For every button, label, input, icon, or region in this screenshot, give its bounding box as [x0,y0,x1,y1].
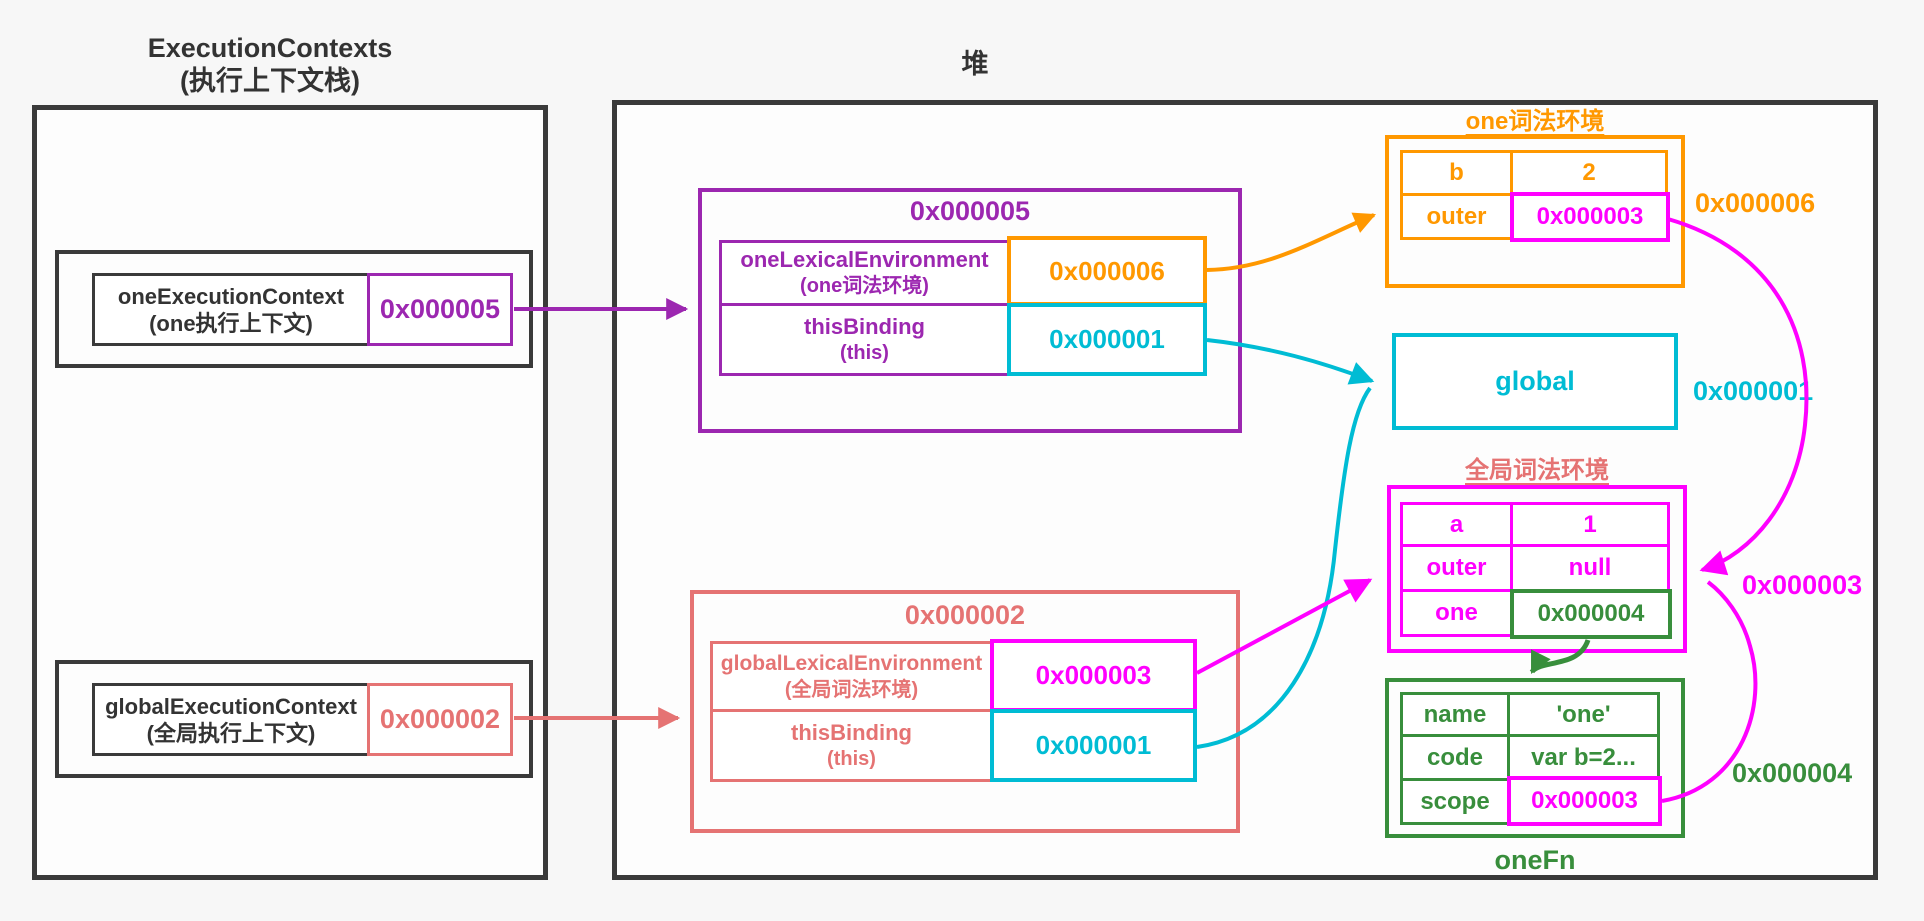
heap-one-context-title: 0x000005 [909,196,1031,226]
global-env-val-a: 1 [1510,502,1670,547]
one-lexical-env-row: oneLexicalEnvironment (one词法环境) [719,240,1010,306]
global-env-val-outer: null [1510,544,1670,592]
global-this-binding-label-cn: (this) [827,747,876,770]
one-fn-key-code: code [1400,734,1510,781]
one-fn-val-code: var b=2... [1507,734,1660,781]
one-env-title: one词法环境 [1465,108,1605,135]
stack-frame-one-label: oneExecutionContext (one执行上下文) [92,273,370,346]
heap-panel-title: 堆 [961,49,989,79]
one-fn-val-scope: 0x000003 [1507,776,1662,826]
stack-panel-title: ExecutionContexts (执行上下文栈) [75,32,465,98]
global-this-binding-pointer: 0x000001 [990,709,1197,782]
one-env-val-b: 2 [1510,150,1668,196]
one-fn-val-name: 'one' [1507,692,1660,737]
one-fn-label: oneFn [1494,845,1576,875]
one-fn-key-scope: scope [1400,778,1510,825]
one-lexical-env-label-cn: (one词法环境) [800,275,929,297]
one-this-binding-row: thisBinding (this) [719,303,1010,376]
global-env-title: 全局词法环境 [1465,457,1609,484]
one-env-key-b: b [1400,150,1513,196]
stack-title-line1: ExecutionContexts [147,33,393,63]
stack-title-line2: (执行上下文栈) [180,66,360,96]
one-env-key-outer: outer [1400,193,1513,240]
global-object-address: 0x000001 [1693,376,1814,406]
global-env-key-outer: outer [1400,544,1513,592]
global-env-key-a: a [1400,502,1513,547]
global-exec-name: globalExecutionContext [105,693,357,719]
stack-frame-global-label: globalExecutionContext (全局执行上下文) [92,683,370,756]
one-fn-address: 0x000004 [1732,758,1853,788]
one-this-binding-label-cn: (this) [840,341,889,364]
global-exec-name-cn: (全局执行上下文) [146,720,316,746]
one-env-val-outer: 0x000003 [1510,192,1670,242]
one-fn-key-name: name [1400,692,1510,737]
one-lexical-env-label: oneLexicalEnvironment [740,247,989,272]
global-env-address: 0x000003 [1742,570,1863,600]
heap-global-context-title: 0x000002 [904,600,1026,630]
global-lexical-env-label-cn: (全局词法环境) [784,678,919,701]
global-env-val-one: 0x000004 [1510,589,1672,639]
one-this-binding-label: thisBinding [804,313,925,339]
global-this-binding-row: thisBinding (this) [710,709,993,782]
global-lexical-env-label: globalLexicalEnvironment [720,651,983,675]
global-lexical-env-pointer: 0x000003 [990,639,1197,712]
one-exec-name: oneExecutionContext [117,283,345,309]
one-exec-address: 0x000005 [367,273,513,346]
one-env-address: 0x000006 [1695,188,1816,218]
global-exec-address: 0x000002 [367,683,513,756]
one-exec-name-cn: (one执行上下文) [149,310,313,336]
one-this-binding-pointer: 0x000001 [1007,303,1207,376]
global-lexical-env-row: globalLexicalEnvironment (全局词法环境) [710,641,993,712]
global-this-binding-label: thisBinding [791,719,912,745]
one-lexical-env-pointer: 0x000006 [1007,236,1207,306]
global-object-box: global [1392,333,1678,430]
global-env-key-one: one [1400,589,1513,637]
